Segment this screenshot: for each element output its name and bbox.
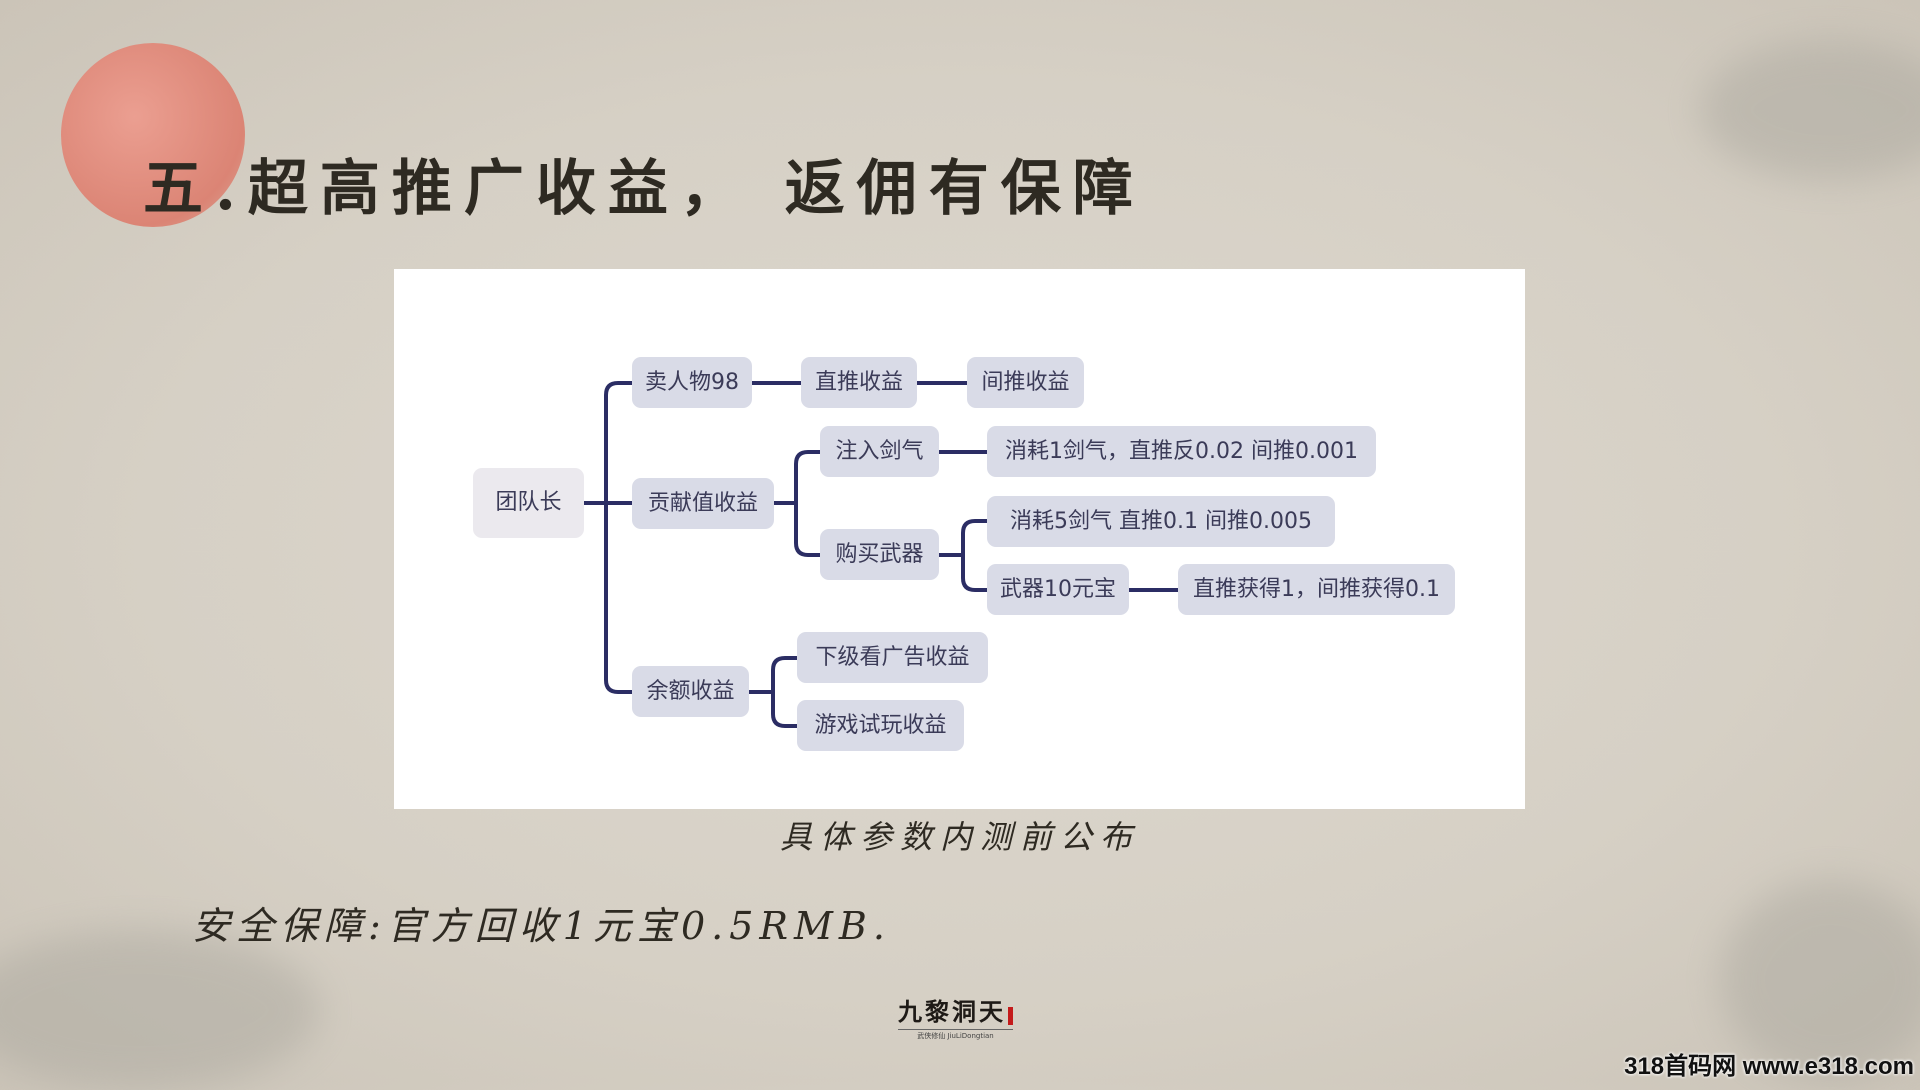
node-indirect-income: 间推收益: [967, 357, 1084, 408]
node-buy-detail: 消耗5剑气 直推0.1 间推0.005: [987, 496, 1335, 547]
logo-seal: [1008, 1006, 1013, 1025]
tree-decoration: [1700, 40, 1920, 180]
node-direct-income: 直推收益: [801, 357, 917, 408]
page-title: 五.超高推广收益， 返佣有保障: [143, 154, 1145, 224]
red-sun-decoration: [61, 43, 245, 227]
node-buy-weapon: 购买武器: [820, 529, 939, 580]
node-inject-sword-qi: 注入剑气: [820, 426, 939, 477]
node-weapon-price: 武器10元宝: [987, 564, 1129, 615]
willow-decoration: [1720, 880, 1920, 1080]
node-balance-income: 余额收益: [632, 666, 749, 717]
logo-subtitle: 武侠修仙 JiuLiDongtian: [898, 1029, 1013, 1041]
node-contribution-income: 贡献值收益: [632, 478, 774, 529]
site-watermark: 318首码网 www.e318.com: [1624, 1053, 1914, 1080]
logo-name: 九黎洞天: [898, 997, 1006, 1026]
safety-note: 安全保障:官方回收1元宝0.5RMB.: [192, 904, 891, 948]
node-ads-income: 下级看广告收益: [797, 632, 988, 683]
node-inject-detail: 消耗1剑气，直推反0.02 间推0.001: [987, 426, 1376, 477]
caption: 具体参数内测前公布: [779, 818, 1140, 856]
mountain-decoration: [0, 930, 320, 1090]
node-sell-character: 卖人物98: [632, 357, 752, 408]
brand-logo: 九黎洞天 武侠修仙 JiuLiDongtian: [898, 992, 1013, 1041]
node-team-leader: 团队长: [473, 468, 584, 538]
node-weapon-detail: 直推获得1，间推获得0.1: [1178, 564, 1455, 615]
node-game-trial-income: 游戏试玩收益: [797, 700, 964, 751]
